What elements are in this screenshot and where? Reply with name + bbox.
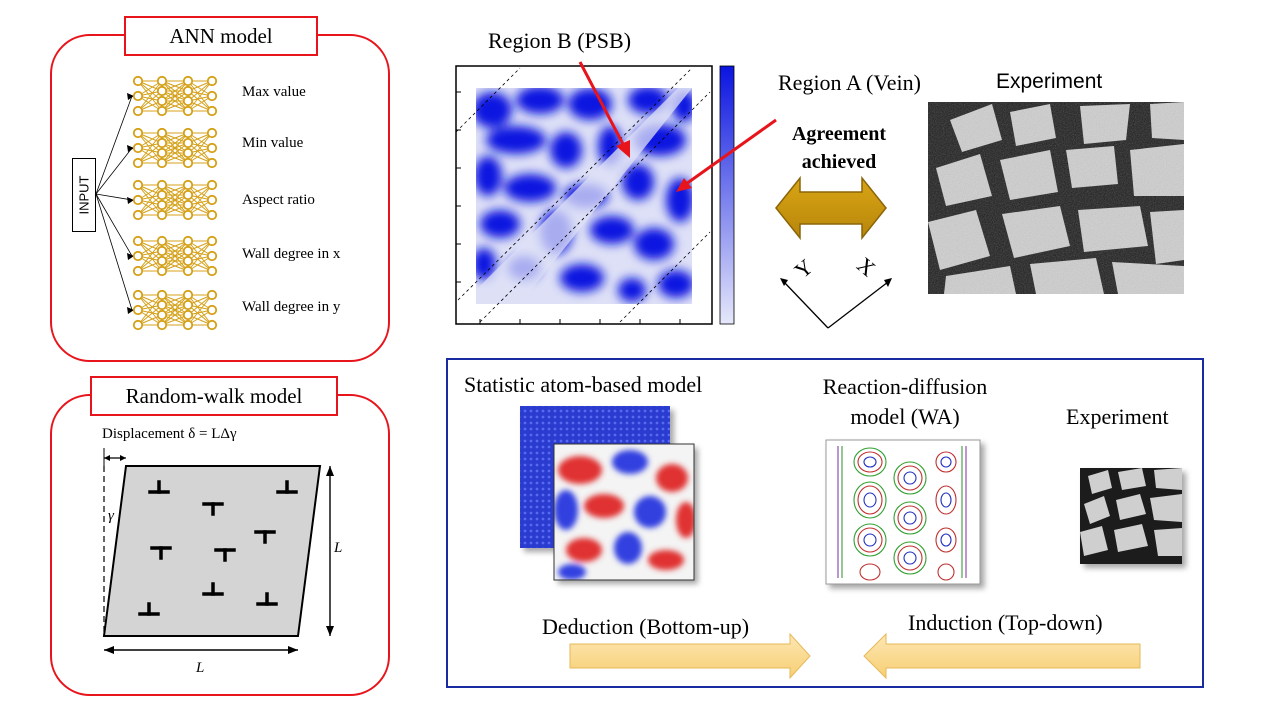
axis-y-line <box>783 281 829 329</box>
dislocation-icon <box>138 602 160 616</box>
region-b-label: Region B (PSB) <box>488 28 632 53</box>
induction-arrow <box>863 632 1141 680</box>
reaction-diffusion-image <box>825 439 981 585</box>
statistic-model-label: Statistic atom-based model <box>464 372 703 397</box>
sim-colorbar <box>719 65 735 325</box>
reaction-diffusion-label: Reaction-diffusion model (WA) <box>822 374 988 429</box>
agreement-arrow <box>775 175 887 241</box>
gamma-label: γ <box>108 508 114 524</box>
dislocation-icon <box>276 480 298 494</box>
displacement-label: Displacement δ = LΔγ <box>102 426 237 442</box>
ann-input-box: INPUT <box>72 158 96 232</box>
dislocation-icon <box>148 480 170 494</box>
agreement-label: Agreement achieved <box>791 123 887 173</box>
l-side-label: L <box>334 540 343 556</box>
dislocation-icon <box>254 530 276 544</box>
dislocation-icon <box>202 582 224 596</box>
contour-column-left <box>853 447 887 581</box>
l-bottom-label: L <box>196 660 205 676</box>
ann-model-title: ANN model <box>124 16 318 56</box>
random-walk-title: Random-walk model <box>90 376 338 416</box>
region-b-arrow <box>578 61 626 147</box>
dislocation-icon <box>256 592 278 606</box>
experiment-bottom-label: Experiment <box>1066 404 1169 429</box>
region-a-arrow <box>685 118 777 186</box>
ann-output-wall-x: Wall degree in x <box>242 246 341 262</box>
dislocation-icon <box>214 548 236 562</box>
ann-output-wall-y: Wall degree in y <box>242 299 341 315</box>
dislocation-icon <box>202 502 224 516</box>
dislocation-icon <box>150 546 172 560</box>
experiment-top-label: Experiment <box>996 70 1103 93</box>
axis-x-line <box>827 281 889 329</box>
dislocation-symbols <box>138 480 298 616</box>
induction-label: Induction (Top-down) <box>908 610 1103 635</box>
contour-column-right <box>935 451 957 581</box>
deduction-label: Deduction (Bottom-up) <box>542 614 750 639</box>
ann-output-min: Min value <box>242 135 304 151</box>
ann-output-max: Max value <box>242 84 306 100</box>
deduction-arrow <box>569 632 811 680</box>
region-a-label: Region A (Vein) <box>778 70 921 95</box>
contour-column-middle <box>893 461 927 575</box>
ann-output-aspect: Aspect ratio <box>242 192 315 208</box>
